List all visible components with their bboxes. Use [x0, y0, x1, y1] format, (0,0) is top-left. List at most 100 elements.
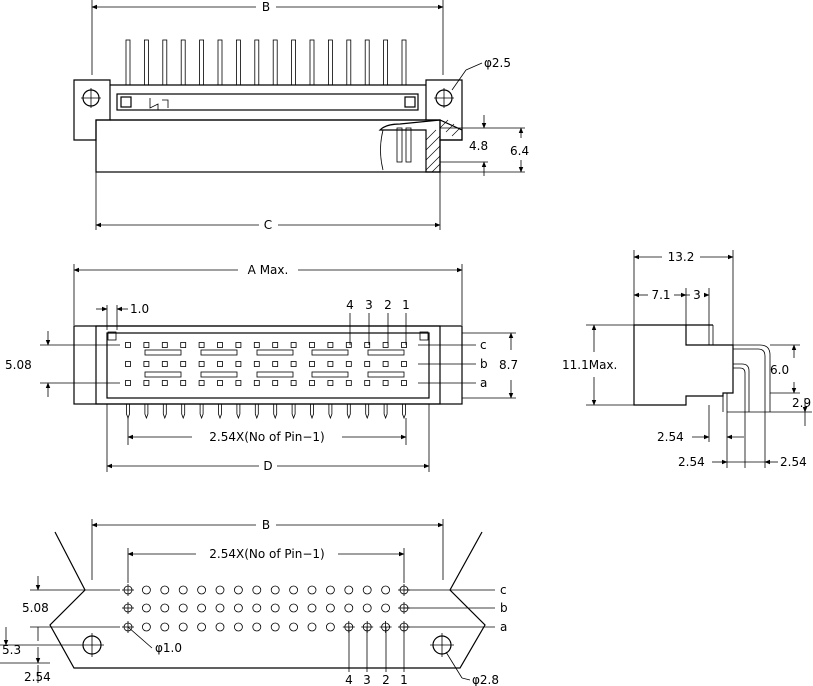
bottom-pin-hole — [325, 622, 335, 632]
bottom-pin-hole — [270, 622, 280, 632]
front-dim-a: A Max. — [248, 263, 289, 277]
front-contact — [253, 342, 260, 348]
front-contact — [143, 342, 150, 348]
bottom-pin-hole — [197, 603, 207, 613]
top-pin — [291, 39, 297, 86]
bottom-pin-hole — [197, 622, 207, 632]
bottom-pin-hole — [270, 603, 280, 613]
bottom-pin-hole — [270, 585, 280, 595]
front-contact — [125, 361, 131, 367]
bottom-pin-hole — [325, 585, 335, 595]
bottom-row-label: b — [500, 601, 508, 615]
top-dim-c: C — [264, 218, 272, 232]
front-slot — [311, 349, 349, 356]
bottom-pin-hole — [289, 622, 299, 632]
front-contact — [345, 361, 352, 367]
bottom-pin-hole — [141, 585, 151, 595]
front-contact — [327, 380, 334, 386]
front-contact — [327, 342, 334, 348]
front-pin-tail — [310, 404, 314, 420]
front-pin-tail — [346, 404, 351, 420]
side-view: 13.2 7.1 3 11.1Max. 6.0 — [562, 250, 812, 469]
front-pin-number: 2 — [384, 298, 392, 312]
front-contact — [309, 342, 315, 348]
bottom-pin-number: 2 — [382, 673, 390, 686]
top-pin — [309, 39, 315, 86]
bottom-pin-hole — [160, 585, 170, 595]
bottom-pin-hole — [362, 585, 372, 595]
front-contact — [235, 380, 242, 386]
front-slot — [144, 349, 182, 356]
front-view: A Max. 1.0 4 3 2 1 5.08 c b — [5, 263, 518, 473]
front-contact — [253, 380, 260, 386]
front-pin-tail — [162, 404, 167, 420]
front-pin-tail — [181, 404, 186, 420]
front-row-label: c — [480, 338, 487, 352]
top-pin — [162, 39, 168, 86]
front-contact — [309, 380, 315, 386]
front-contact — [198, 361, 205, 367]
bottom-hole-diameter: φ2.8 — [472, 673, 499, 686]
bottom-pin-hole — [381, 603, 391, 613]
front-pitch-label: 2.54X(No of Pin−1) — [209, 430, 324, 444]
front-contact — [345, 380, 352, 386]
front-slot — [144, 371, 182, 378]
top-mount-hole-right — [434, 88, 454, 108]
bottom-pin-hole — [252, 603, 262, 613]
front-contact — [401, 380, 407, 386]
bottom-row-label: a — [500, 620, 507, 634]
top-dim-4-8: 4.8 — [469, 139, 488, 153]
front-contact — [290, 380, 297, 386]
bottom-pin-hole — [215, 603, 225, 613]
bottom-pin-number: 3 — [363, 673, 371, 686]
front-contact — [125, 342, 131, 348]
bottom-hole-grid — [122, 584, 410, 633]
front-contact — [364, 361, 371, 367]
front-pin-tail — [254, 404, 259, 420]
front-dim-5-08: 5.08 — [5, 358, 32, 372]
bottom-mount-hole-right — [430, 633, 454, 657]
side-dim-2-54-c: 2.54 — [780, 455, 807, 469]
front-contact — [401, 361, 407, 367]
front-contact — [327, 361, 334, 367]
front-slot — [256, 349, 294, 356]
bottom-pin-hole — [362, 603, 372, 613]
top-view: B — [73, 0, 529, 232]
bottom-pin-hole — [289, 585, 299, 595]
bottom-pin-hole — [178, 603, 188, 613]
bottom-pin-hole — [344, 585, 354, 595]
top-hole-diameter: φ2.5 — [484, 56, 511, 70]
top-pin — [199, 39, 205, 86]
front-row-label: a — [480, 376, 487, 390]
front-pin-tail — [291, 404, 296, 420]
front-contact — [401, 342, 407, 348]
top-pin — [254, 39, 260, 86]
front-pin-tail — [365, 404, 370, 420]
bottom-pin-number: 1 — [400, 673, 408, 686]
bottom-pin-hole — [325, 603, 335, 613]
front-pin-tail — [402, 404, 406, 420]
top-pins — [125, 39, 407, 86]
front-contact — [309, 361, 315, 367]
bottom-pitch-label: 2.54X(No of Pin−1) — [209, 547, 324, 561]
bottom-pin-number: 4 — [345, 673, 353, 686]
front-pin-number: 3 — [365, 298, 373, 312]
front-contact — [290, 342, 297, 348]
bottom-view: B 2.54X(No of Pin−1) 5.08 5.3 — [0, 518, 508, 686]
bottom-pin-hole — [307, 622, 317, 632]
top-pin — [364, 39, 370, 86]
bottom-pin-hole — [307, 585, 317, 595]
front-contact — [161, 380, 168, 386]
side-dim-2-54-a: 2.54 — [657, 430, 684, 444]
front-slot — [200, 371, 238, 378]
front-contact — [272, 342, 279, 348]
bottom-pin-hole — [215, 585, 225, 595]
front-contact — [382, 380, 389, 386]
front-contact — [364, 380, 371, 386]
bottom-pin-hole — [233, 585, 243, 595]
side-dim-6-0: 6.0 — [770, 363, 789, 377]
front-contact — [161, 361, 168, 367]
bottom-pin-hole — [141, 603, 151, 613]
top-pin — [180, 39, 186, 86]
